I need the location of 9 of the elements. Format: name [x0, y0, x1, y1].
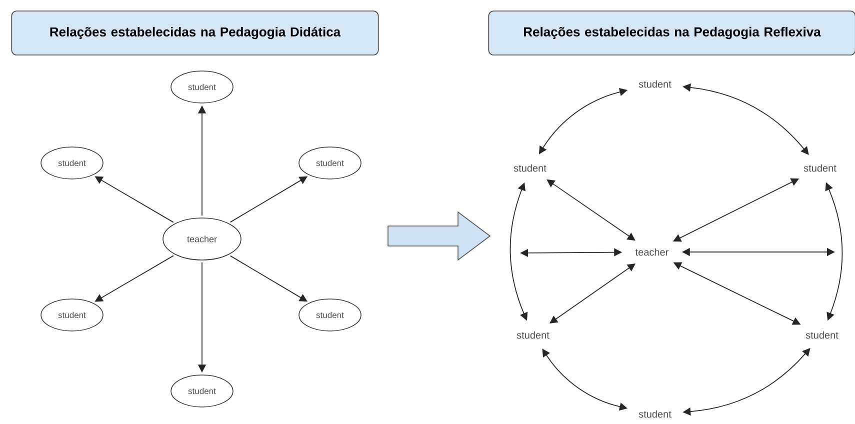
node-label: student	[806, 331, 838, 339]
node-label: student	[514, 164, 546, 172]
node-label: student	[638, 80, 672, 88]
node-label: student	[516, 331, 550, 339]
title-banner: Relações estabelecidas na Pedagogia Didática	[11, 10, 379, 56]
title-banner: Relações estabelecidas na Pedagogia Reflexiva	[488, 10, 855, 56]
node-label: student	[638, 410, 672, 418]
node-label: student	[804, 164, 836, 172]
node-label: teacher	[635, 248, 669, 256]
